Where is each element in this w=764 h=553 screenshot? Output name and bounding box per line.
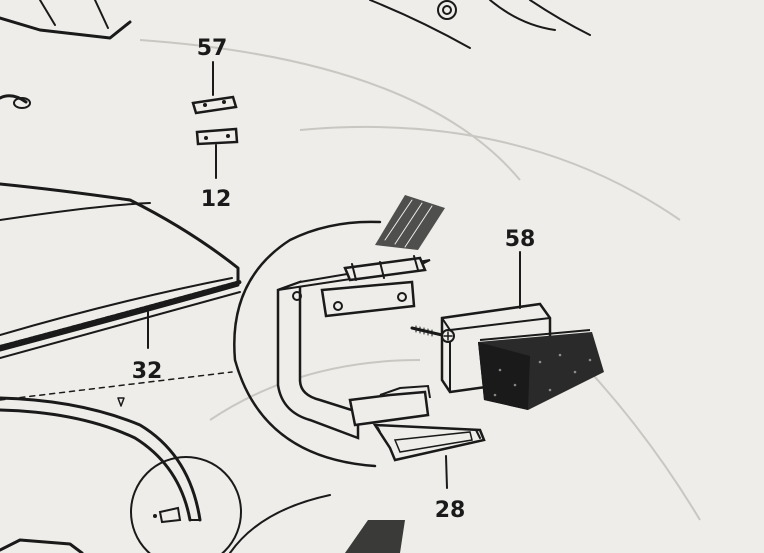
callout-28: 28: [435, 498, 466, 523]
detail-circle: [233, 220, 382, 468]
lower-hinge-clip: [348, 384, 486, 462]
leader-28: [445, 455, 448, 489]
bottom-fragments: [0, 494, 405, 553]
upper-strap: [375, 195, 445, 250]
part-58-stop-block: [440, 251, 604, 410]
top-fragment-right: [369, 0, 591, 49]
callout-32: 32: [132, 359, 163, 384]
callout-58: 58: [505, 227, 536, 252]
upper-hinge-clip: [320, 255, 427, 318]
left-clip-fragment: [0, 94, 31, 109]
part-12-plate: [195, 127, 239, 179]
callout-12: 12: [201, 187, 232, 212]
part-57-bracket: [191, 61, 238, 115]
callout-57: 57: [197, 36, 228, 61]
part-32-panel: [0, 182, 242, 407]
lower-left-molding: [0, 396, 242, 553]
top-fragment-left: [0, 0, 132, 40]
screw: [410, 325, 455, 343]
